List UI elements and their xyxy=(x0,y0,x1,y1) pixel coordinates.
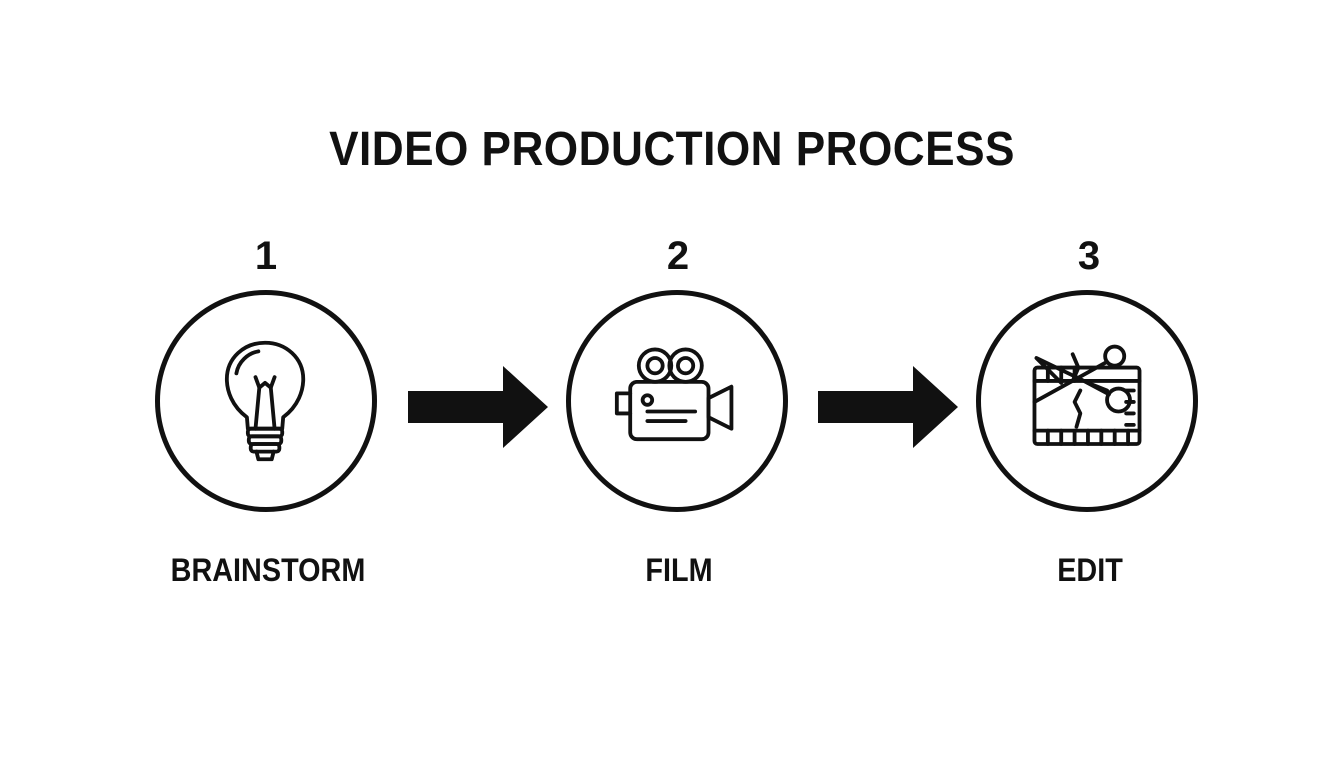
step-2-label: FILM xyxy=(645,552,713,588)
arrow-right-icon xyxy=(818,366,958,448)
step-1-label: BRAINSTORM xyxy=(170,552,366,588)
diagram-title: VIDEO PRODUCTION PROCESS xyxy=(329,123,1015,176)
scissors-film-icon xyxy=(1032,344,1142,446)
movie-camera-icon xyxy=(614,347,734,442)
step-1-circle xyxy=(155,290,377,512)
arrow-right-icon xyxy=(408,366,548,448)
lightbulb-icon xyxy=(224,340,306,462)
step-3-circle xyxy=(976,290,1198,512)
step-3-label: EDIT xyxy=(1057,552,1123,588)
step-2-number: 2 xyxy=(666,234,690,278)
step-3-number: 3 xyxy=(1077,234,1101,278)
step-1-number: 1 xyxy=(254,234,278,278)
step-2-circle xyxy=(566,290,788,512)
